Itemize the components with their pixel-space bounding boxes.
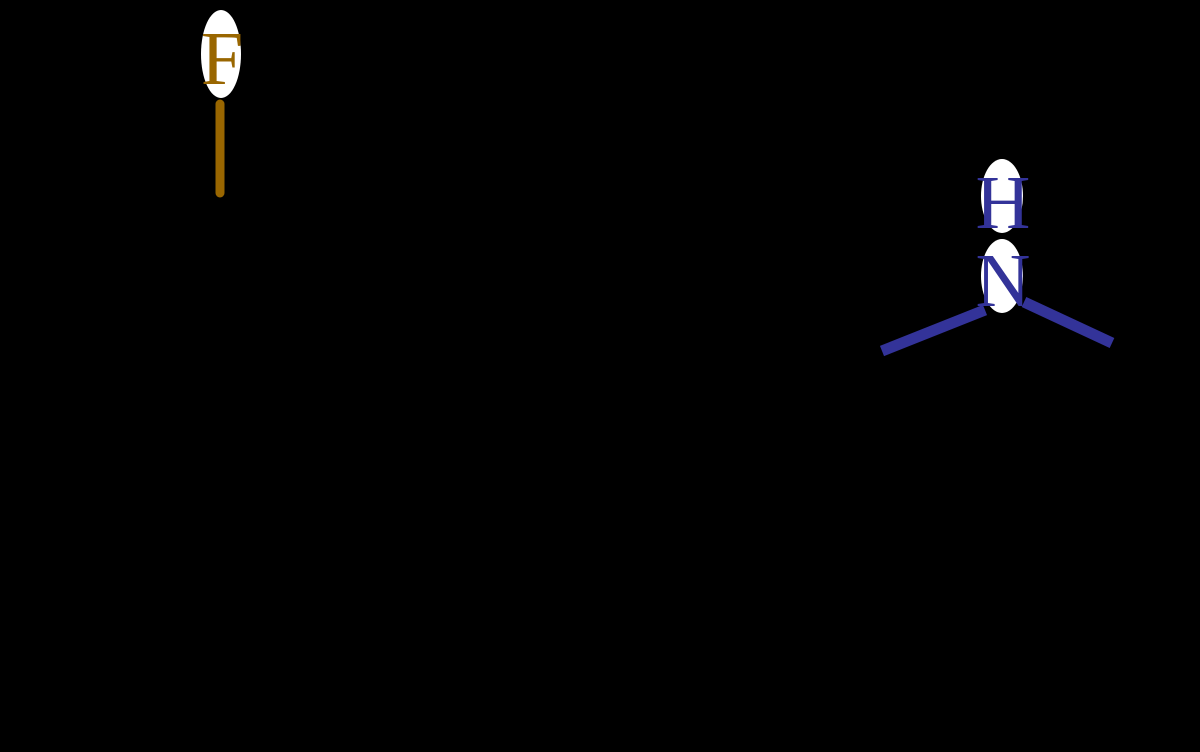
bond-c4-c5-inner	[224, 539, 358, 620]
bond-c7-c8	[525, 278, 650, 353]
nitrogen-label-halo	[981, 239, 1023, 313]
bond-c6-c1-inner	[237, 321, 371, 402]
atom-label-halo-layer	[201, 10, 1023, 313]
bond-c8-c9	[640, 343, 805, 398]
atom-label-nitrogen: N	[976, 239, 1031, 323]
fluorine-label-halo	[201, 10, 241, 98]
hydrogen-label-halo	[981, 159, 1023, 233]
atom-label-hydrogen: H	[976, 161, 1031, 245]
atom-label-layer: F H N	[201, 17, 1031, 323]
bond-c9-n-outer-black-half	[794, 343, 892, 399]
bond-c6-c1-outer	[215, 278, 380, 377]
bond-layer	[60, 99, 1115, 645]
bond-c9-n-outer-nitrogen-half	[879, 304, 988, 357]
bond-c4-c5-outer	[215, 546, 380, 645]
bond-c9-n-inner	[801, 334, 980, 420]
bond-c3-c4	[60, 546, 225, 645]
bond-n-methyl	[1021, 297, 1115, 348]
bond-c1-c2	[60, 278, 225, 377]
atom-label-fluorine: F	[201, 17, 243, 101]
bond-c6-c7	[370, 278, 535, 377]
